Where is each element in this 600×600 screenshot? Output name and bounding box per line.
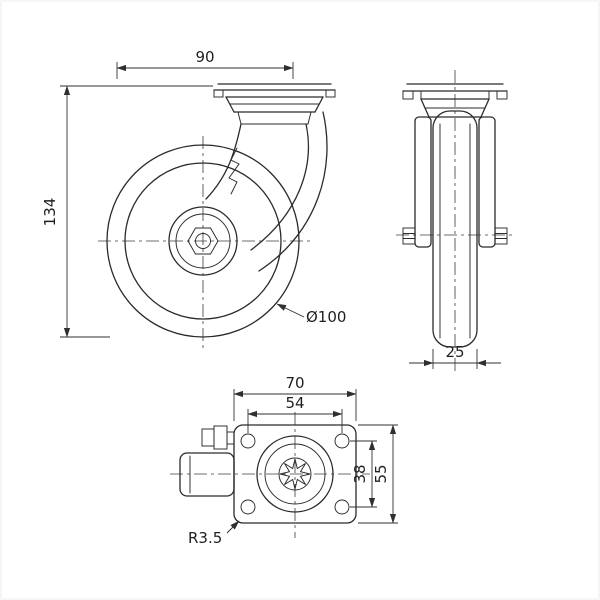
dim-corner-radius: R3.5 bbox=[188, 520, 240, 547]
dim-70: 70 bbox=[233, 374, 357, 421]
swivel-bolt-star bbox=[279, 458, 311, 490]
bolt-hole-bottom-right bbox=[334, 499, 350, 515]
dim-25-label: 25 bbox=[445, 343, 464, 361]
axle-nut-right bbox=[494, 227, 508, 245]
side-view-centerlines bbox=[98, 136, 310, 350]
wheel-front-outline bbox=[432, 110, 478, 348]
bolt-hole-bottom-left bbox=[240, 499, 256, 515]
wheel-hub-outer-circle bbox=[168, 206, 238, 276]
dim-70-label: 70 bbox=[285, 374, 304, 392]
dim-54: 54 bbox=[247, 394, 343, 433]
swivel-race-inner bbox=[264, 443, 326, 505]
fork-leg-left bbox=[414, 116, 432, 248]
axle-hex-nut bbox=[187, 227, 219, 255]
top-view: 70 54 38 55 R3.5 bbox=[170, 374, 398, 547]
axle-bolt-washer bbox=[213, 425, 228, 450]
dim-134: 134 bbox=[41, 85, 213, 338]
dim-90-label: 90 bbox=[195, 48, 214, 66]
side-view: 90 134 Ø100 bbox=[41, 48, 346, 350]
swivel-bolt-circle bbox=[278, 457, 312, 491]
side-view-fork bbox=[205, 111, 328, 272]
dim-r35-label: R3.5 bbox=[188, 529, 222, 547]
axle-bolt-head bbox=[201, 428, 215, 447]
axle-nut-left bbox=[402, 227, 416, 245]
swivel-race-outer bbox=[256, 435, 334, 513]
front-view-fork bbox=[402, 116, 508, 248]
front-view-centerlines bbox=[396, 70, 514, 374]
top-view-wheel bbox=[179, 425, 235, 497]
wheel-tread-circle bbox=[124, 162, 282, 320]
dim-diameter-label: Ø100 bbox=[306, 308, 346, 326]
fork-engraving-mark bbox=[228, 147, 240, 195]
dim-38-label: 38 bbox=[351, 464, 369, 483]
fork-leg-right bbox=[478, 116, 496, 248]
axle-bolt-shaft bbox=[226, 431, 235, 445]
wheel-outer-circle bbox=[106, 144, 300, 338]
wheel-hub-inner-circle bbox=[175, 213, 231, 269]
dim-38: 38 bbox=[350, 440, 377, 508]
front-view: 25 bbox=[396, 70, 514, 374]
top-view-centerlines bbox=[170, 412, 370, 538]
dim-diameter: Ø100 bbox=[276, 303, 346, 326]
front-view-plate bbox=[402, 83, 508, 118]
bolt-hole-top-right bbox=[334, 433, 350, 449]
side-view-wheel bbox=[106, 144, 300, 338]
dim-134-label: 134 bbox=[41, 198, 59, 227]
dim-90: 90 bbox=[116, 48, 294, 79]
front-view-wheel bbox=[432, 110, 478, 348]
side-view-plate bbox=[213, 83, 336, 125]
dim-25: 25 bbox=[409, 343, 501, 369]
dim-55: 55 bbox=[358, 424, 398, 524]
wheel-top-outline bbox=[179, 452, 235, 497]
dim-54-label: 54 bbox=[285, 394, 304, 412]
dim-55-label: 55 bbox=[372, 464, 390, 483]
axle-center-circle bbox=[195, 233, 211, 249]
bolt-hole-top-left bbox=[240, 433, 256, 449]
